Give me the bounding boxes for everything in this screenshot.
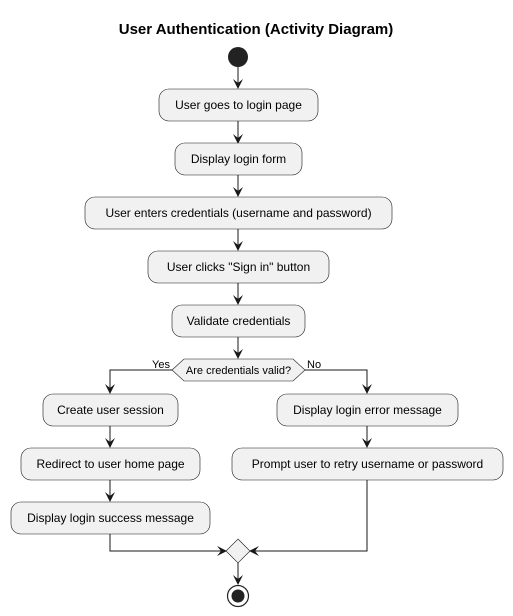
merge-node (225, 538, 251, 564)
node-success-message-label: Display login success message (27, 511, 194, 525)
node-login-form-label: Display login form (191, 152, 286, 166)
node-retry-prompt: Prompt user to retry username or passwor… (231, 447, 504, 481)
edge-retry-to-merge (249, 480, 368, 556)
branch-no-label: No (307, 359, 321, 371)
node-enter-credentials-label: User enters credentials (username and pa… (105, 206, 371, 220)
node-click-sign-in-label: User clicks "Sign in" button (167, 260, 310, 274)
node-success-message: Display login success message (10, 501, 211, 535)
node-error-message: Display login error message (276, 393, 459, 427)
decision-label: Are credentials valid? (186, 365, 291, 377)
node-login-page-label: User goes to login page (175, 98, 302, 112)
edge-decision-yes (105, 369, 172, 394)
branch-yes-label: Yes (152, 359, 170, 371)
node-redirect-home-label: Redirect to user home page (36, 457, 184, 471)
node-error-message-label: Display login error message (293, 403, 442, 417)
node-enter-credentials: User enters credentials (username and pa… (84, 196, 393, 230)
node-login-page: User goes to login page (158, 88, 319, 122)
node-create-session-label: Create user session (57, 403, 164, 417)
node-retry-prompt-label: Prompt user to retry username or passwor… (252, 457, 483, 471)
node-login-form: Display login form (174, 142, 303, 176)
node-validate: Validate credentials (171, 304, 306, 338)
decision-node: Are credentials valid? (171, 358, 306, 382)
edge-success-to-merge (109, 534, 227, 556)
node-validate-label: Validate credentials (187, 314, 291, 328)
edge-decision-no (304, 369, 372, 394)
node-redirect-home: Redirect to user home page (20, 447, 201, 481)
node-click-sign-in: User clicks "Sign in" button (147, 250, 330, 284)
start-node (228, 47, 248, 67)
end-node (226, 584, 250, 608)
diagram-title: User Authentication (Activity Diagram) (119, 21, 394, 38)
node-create-session: Create user session (42, 393, 179, 427)
